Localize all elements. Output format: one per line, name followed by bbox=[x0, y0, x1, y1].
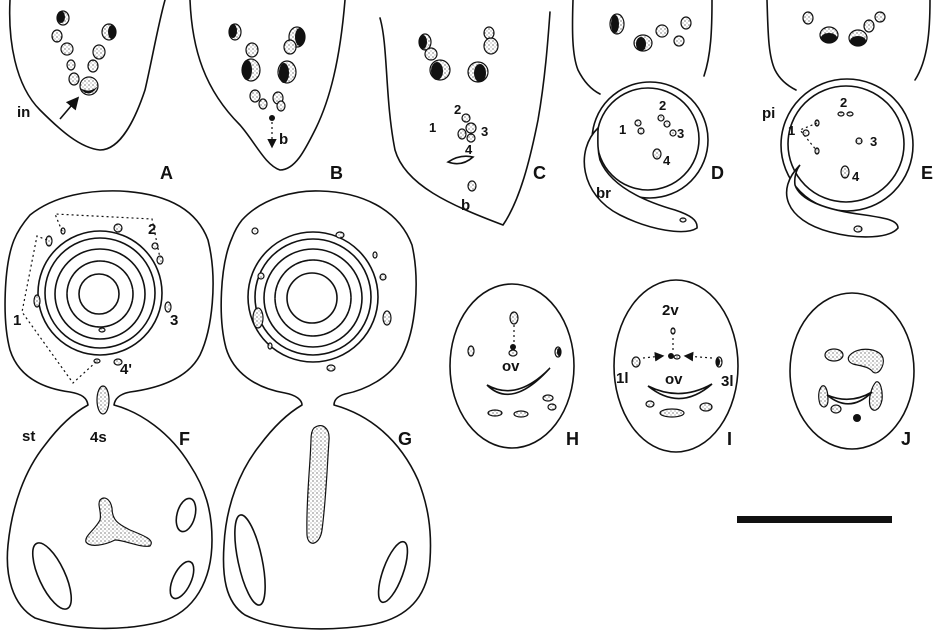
label-3l: 3l bbox=[721, 373, 734, 390]
panel-letter-a: A bbox=[160, 163, 173, 183]
vascular-bundles bbox=[610, 14, 691, 51]
panel-letter-e: E bbox=[921, 163, 933, 183]
vascular-bundles bbox=[819, 349, 884, 422]
panel-d-outline-left bbox=[573, 0, 600, 94]
whorl-2-connector bbox=[55, 214, 160, 258]
panel-letter-i: I bbox=[727, 429, 732, 449]
label-br: br bbox=[596, 185, 611, 202]
label-1l: 1l bbox=[616, 370, 629, 387]
label-1: 1 bbox=[429, 120, 436, 135]
panel-letter-b: B bbox=[330, 163, 343, 183]
style-section bbox=[97, 386, 109, 414]
concentric-whorls bbox=[248, 232, 378, 362]
scale-bar bbox=[737, 516, 892, 523]
panel-letter-d: D bbox=[711, 163, 724, 183]
label-2: 2 bbox=[840, 95, 847, 110]
panel-d: 2 1 3 4 br D bbox=[573, 0, 724, 232]
label-pi: pi bbox=[762, 105, 775, 122]
panel-letter-h: H bbox=[566, 429, 579, 449]
label-4: 4 bbox=[663, 153, 671, 168]
vascular-bundles bbox=[52, 11, 116, 95]
label-ov: ov bbox=[502, 358, 520, 375]
panel-f-outline bbox=[5, 191, 213, 629]
concentric-whorls bbox=[38, 231, 162, 355]
panel-a: in A bbox=[10, 0, 173, 183]
label-ov: ov bbox=[665, 371, 683, 388]
panel-j-outline bbox=[790, 293, 914, 449]
carpel-section bbox=[86, 498, 152, 546]
dashed-arrow bbox=[643, 356, 662, 358]
vascular-bundles bbox=[803, 12, 885, 46]
panel-f: 2 1 3 4' st 4s F bbox=[5, 191, 213, 629]
whorl-1-connector bbox=[22, 236, 96, 383]
label-4-prime: 4' bbox=[120, 361, 132, 378]
label-3: 3 bbox=[481, 124, 488, 139]
label-2v: 2v bbox=[662, 302, 679, 319]
label-2: 2 bbox=[148, 221, 156, 238]
locule bbox=[25, 538, 79, 614]
label-3: 3 bbox=[170, 312, 178, 329]
panel-b: b B bbox=[190, 0, 345, 183]
label-1: 1 bbox=[13, 312, 21, 329]
locule bbox=[165, 558, 198, 602]
bundle-connector bbox=[800, 123, 817, 151]
panel-b-outline bbox=[190, 0, 345, 170]
vascular-bundle bbox=[854, 226, 862, 232]
dashed-arrow bbox=[686, 356, 712, 358]
label-in: in bbox=[17, 104, 30, 121]
panel-c: 1 2 3 4 b C bbox=[380, 12, 550, 225]
label-4: 4 bbox=[465, 142, 473, 157]
label-3: 3 bbox=[677, 126, 684, 141]
label-st: st bbox=[22, 428, 35, 445]
label-4: 4 bbox=[852, 169, 860, 184]
panel-letter-g: G bbox=[398, 429, 412, 449]
label-4s: 4s bbox=[90, 429, 107, 446]
label-2: 2 bbox=[659, 98, 666, 113]
style-canal bbox=[307, 426, 329, 544]
panel-g-outline bbox=[221, 191, 430, 629]
locule bbox=[373, 539, 414, 606]
locule bbox=[173, 496, 199, 534]
panel-a-outline bbox=[10, 0, 165, 150]
vascular-bundle bbox=[680, 218, 686, 222]
label-1: 1 bbox=[619, 122, 626, 137]
panel-letter-f: F bbox=[179, 429, 190, 449]
label-b: b bbox=[279, 131, 288, 148]
panel-e-outline-left bbox=[767, 0, 796, 90]
panel-d-outline-right bbox=[704, 0, 712, 76]
panel-e: pi 2 1 3 4 E bbox=[762, 0, 933, 237]
panel-letter-c: C bbox=[533, 163, 546, 183]
label-3: 3 bbox=[870, 134, 877, 149]
panel-i: 2v 1l ov 3l I bbox=[614, 280, 738, 452]
panel-h: ov H bbox=[450, 284, 579, 449]
panel-letter-j: J bbox=[901, 429, 911, 449]
label-b: b bbox=[461, 197, 470, 214]
ovule-crescent bbox=[827, 392, 872, 404]
bract bbox=[584, 128, 697, 232]
panel-j: J bbox=[790, 293, 914, 449]
label-2: 2 bbox=[454, 102, 461, 117]
panel-e-outline-right bbox=[915, 0, 930, 80]
label-1: 1 bbox=[788, 123, 795, 138]
vascular-bundles bbox=[229, 24, 305, 121]
panel-g: G bbox=[221, 191, 430, 629]
locule bbox=[229, 513, 272, 608]
arrow bbox=[60, 99, 77, 119]
